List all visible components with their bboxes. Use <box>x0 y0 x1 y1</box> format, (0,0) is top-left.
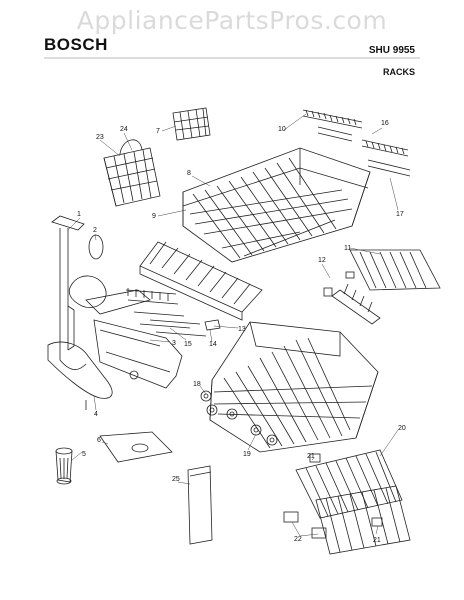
lower-rack <box>209 321 379 453</box>
callout-12: 12 <box>318 257 326 264</box>
callout-labels: 1 2 3 4 5 6 7 8 9 10 11 12 13 14 15 16 1… <box>77 120 406 544</box>
callout-6: 6 <box>97 437 101 444</box>
callout-16: 16 <box>381 120 389 127</box>
section-title: RACKS <box>382 67 415 77</box>
callout-14: 14 <box>209 341 217 348</box>
tine-sets <box>125 288 221 337</box>
callout-4: 4 <box>94 411 98 418</box>
filter-cup <box>55 447 73 485</box>
upper-rack <box>182 147 371 263</box>
model-number: SHU 9955 <box>368 45 415 56</box>
rack-wheels <box>200 390 278 446</box>
lower-tines <box>295 449 411 555</box>
small-basket <box>172 107 211 141</box>
tine-clips <box>283 453 383 539</box>
lower-spray-arm <box>47 319 183 410</box>
callout-17: 17 <box>396 211 404 218</box>
callout-25: 25 <box>172 476 180 483</box>
brand-logo: BOSCH <box>44 35 108 54</box>
utensil-insert <box>187 465 213 545</box>
fold-down-tines <box>323 249 441 325</box>
callout-8: 8 <box>187 170 191 177</box>
callout-5: 5 <box>82 451 86 458</box>
cutlery-basket <box>103 139 161 207</box>
callout-20: 20 <box>398 425 406 432</box>
callout-23: 23 <box>96 134 104 141</box>
callout-24: 24 <box>120 126 128 133</box>
callout-10: 10 <box>278 126 286 133</box>
callout-21a: 21 <box>307 453 315 460</box>
callout-7: 7 <box>156 128 160 135</box>
callout-19: 19 <box>243 451 251 458</box>
spray-arm-assembly <box>51 215 151 370</box>
leader-lines <box>67 113 399 537</box>
callout-22: 22 <box>294 536 302 543</box>
filter-plate <box>99 431 173 463</box>
callout-2: 2 <box>93 227 97 234</box>
callout-15: 15 <box>184 341 192 348</box>
cup-shelf <box>139 241 263 321</box>
callout-1: 1 <box>77 211 81 218</box>
callout-3: 3 <box>172 340 176 347</box>
callout-9: 9 <box>152 213 156 220</box>
callout-21b: 21 <box>373 537 381 544</box>
callout-11: 11 <box>344 245 351 252</box>
watermark: AppliancePartsPros.com <box>76 6 388 35</box>
callout-13: 13 <box>238 326 246 333</box>
rack-clips <box>302 109 411 177</box>
callout-18: 18 <box>193 381 201 388</box>
